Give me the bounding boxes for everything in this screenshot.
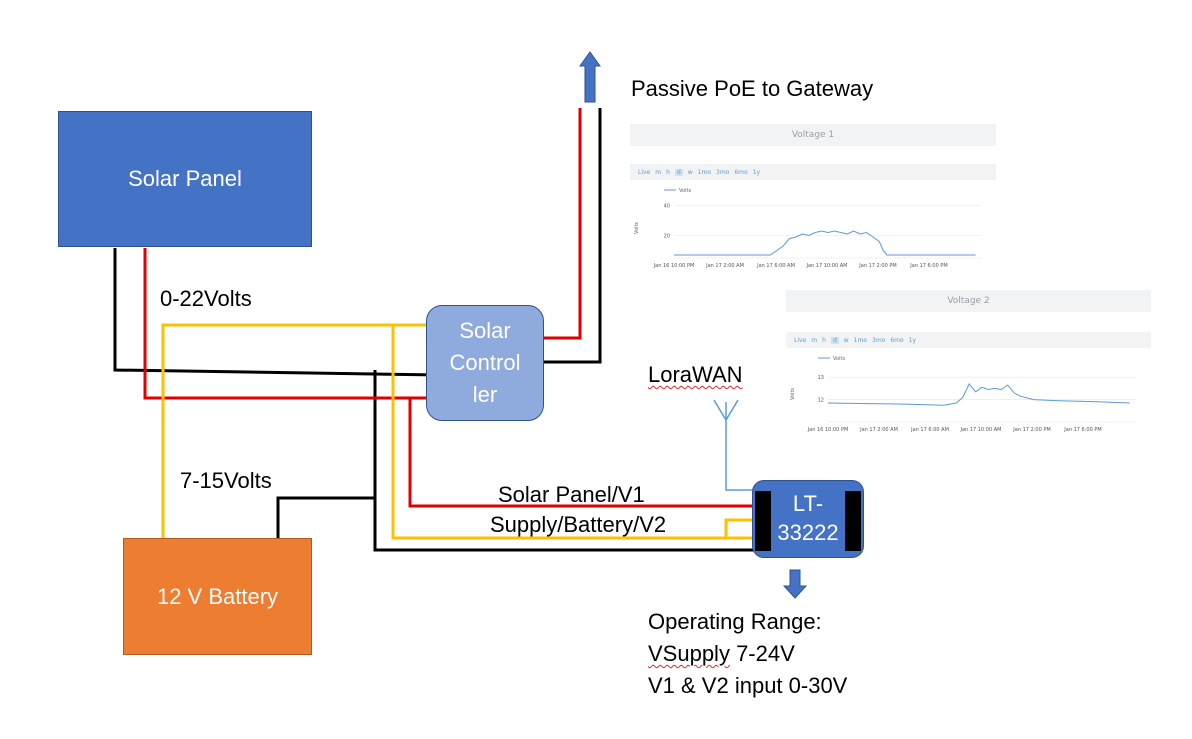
down-arrow-icon [782, 569, 808, 599]
solar-panel-label: Solar Panel [128, 166, 242, 191]
range-1y[interactable]: 1y [752, 168, 761, 176]
sensor-box: LT- 33222 [752, 480, 864, 558]
voltage-1-title: Voltage 1 [630, 124, 996, 146]
range-w[interactable]: w [687, 168, 693, 176]
range-d[interactable]: d [830, 336, 839, 344]
operating-range-inputs: V1 & V2 input 0-30V [648, 672, 848, 698]
x-tick-label: Jan 17 2:00 AM [705, 263, 744, 269]
voltage-2-panel: Voltage 2 Live m h d w 1mo 3mo 6mo 1y Vo… [786, 290, 1151, 442]
series-line [674, 230, 976, 256]
wire-red [143, 108, 760, 508]
vsupply-value: 7-24V [729, 640, 795, 666]
poe-label: Passive PoE to Gateway [631, 76, 874, 101]
antenna-icon [713, 399, 760, 491]
sensor-label-2: 33222 [777, 520, 839, 545]
range-6mo[interactable]: 6mo [890, 336, 904, 344]
x-tick-label: Jan 17 2:00 AM [859, 427, 898, 433]
wire-black [113, 108, 760, 552]
battery-voltage-label: 7-15Volts [180, 468, 272, 493]
sensor-label-1: LT- [792, 491, 824, 517]
y-axis-label: Volts [790, 388, 796, 400]
y-tick-label: 20 [664, 234, 670, 240]
voltage-2-title: Voltage 2 [786, 290, 1151, 312]
range-live[interactable]: Live [794, 336, 807, 344]
sensor-terminal-right [845, 491, 861, 551]
y-axis-label: Volts [634, 222, 640, 234]
solar-controller-label-2: Control [449, 350, 521, 376]
range-3mo[interactable]: 3mo [716, 168, 730, 176]
voltage-1-range-bar: Live m h d w 1mo 3mo 6mo 1y [630, 164, 996, 180]
solar-controller-label-1: Solar [459, 318, 511, 344]
lorawan-label: LoraWAN [648, 362, 743, 387]
range-m[interactable]: m [811, 336, 818, 344]
solar-panel-box: Solar Panel [58, 111, 312, 247]
x-tick-label: Jan 17 6:00 PM [909, 263, 947, 269]
x-tick-label: Jan 17 10:00 AM [806, 263, 848, 269]
x-tick-label: Jan 17 6:00 AM [910, 427, 949, 433]
range-6mo[interactable]: 6mo [734, 168, 748, 176]
solar-controller-box: Solar Control ler [426, 305, 544, 421]
series-line [827, 382, 1130, 406]
voltage-2-range-bar: Live m h d w 1mo 3mo 6mo 1y [786, 332, 1151, 348]
x-tick-label: Jan 16 10:00 PM [807, 427, 849, 433]
x-tick-label: Jan 17 2:00 PM [858, 263, 896, 269]
x-tick-label: Jan 17 6:00 PM [1063, 427, 1101, 433]
v1-wire-label: Solar Panel/V1 [498, 482, 645, 507]
solar-controller-label-3: ler [472, 381, 498, 407]
vsupply-word: VSupply [648, 640, 730, 666]
range-3mo[interactable]: 3mo [872, 336, 886, 344]
operating-range-vsupply: VSupply 7-24V [648, 638, 847, 670]
y-tick-label: 13 [818, 375, 824, 381]
x-tick-label: Jan 17 2:00 PM [1012, 427, 1050, 433]
range-1y[interactable]: 1y [908, 336, 917, 344]
y-tick-label: 12 [818, 398, 824, 404]
range-1mo[interactable]: 1mo [697, 168, 712, 176]
range-h[interactable]: h [822, 336, 826, 344]
wire-yellow [161, 323, 760, 540]
x-tick-label: Jan 16 10:00 PM [653, 263, 695, 269]
range-h[interactable]: h [666, 168, 670, 176]
y-tick-label: 40 [664, 204, 670, 210]
operating-range-title: Operating Range: [648, 609, 822, 634]
panel-voltage-label: 0-22Volts [160, 286, 252, 311]
voltage-1-panel: Voltage 1 Live m h d w 1mo 3mo 6mo 1y Vo… [630, 124, 996, 274]
range-1mo[interactable]: 1mo [853, 336, 868, 344]
legend-label: Volts [833, 356, 845, 362]
x-tick-label: Jan 17 10:00 AM [960, 427, 1002, 433]
x-tick-label: Jan 17 6:00 AM [756, 263, 795, 269]
battery-label: 12 V Battery [156, 583, 279, 609]
operating-range-block: Operating Range: VSupply 7-24V V1 & V2 i… [648, 606, 847, 702]
sensor-terminal-left [755, 491, 771, 551]
up-arrow-icon [579, 51, 601, 103]
battery-box: 12 V Battery [123, 538, 312, 655]
range-m[interactable]: m [655, 168, 662, 176]
range-d[interactable]: d [674, 168, 683, 176]
legend-label: Volts [679, 188, 691, 194]
range-live[interactable]: Live [638, 168, 651, 176]
range-w[interactable]: w [843, 336, 849, 344]
v2-wire-label: Supply/Battery/V2 [490, 512, 667, 537]
